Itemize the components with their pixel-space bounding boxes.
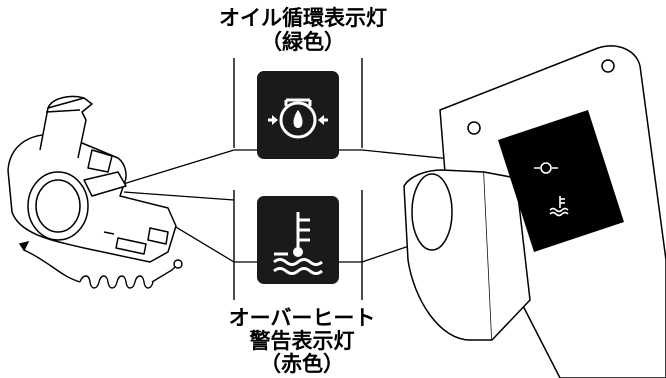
overheat-lamp-label-title: オーバーヒート [228,306,376,330]
overheat-lamp-label-color: （赤色） [260,352,344,376]
overheat-mini-icon [549,196,569,217]
oil-circulation-panel [257,71,339,159]
overheat-temperature-icon [273,212,323,275]
oil-lamp-label-title: オイル循環表示灯 [219,6,387,30]
overheat-lamp-label-subtitle: 警告表示灯 [249,329,355,353]
remote-control-unit [7,95,177,263]
oil-circulation-icon [268,98,328,139]
overheat-panel [257,196,339,284]
frame-lines [233,58,363,300]
indicator-window [498,110,624,252]
lanyard-cord [18,240,183,289]
oil-lamp-label-color: （緑色） [261,30,345,54]
oil-circulation-mini-icon [534,162,558,174]
